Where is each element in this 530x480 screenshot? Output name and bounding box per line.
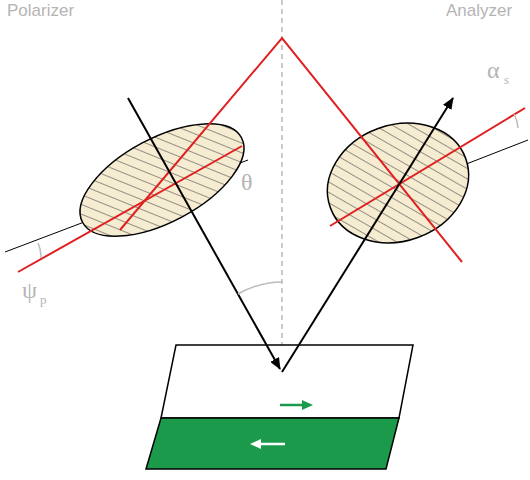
incident-ray: [128, 98, 280, 369]
red-lines: [18, 38, 525, 272]
reflected-ray: [282, 98, 453, 372]
alpha-arc: [514, 114, 518, 128]
angle-subscript: s: [504, 73, 509, 86]
theta-arc: [238, 282, 282, 294]
angle-symbol: ψ: [22, 278, 37, 302]
sample: [146, 345, 413, 469]
surface-normal: [281, 0, 283, 372]
part-name: Analyzer: [446, 2, 512, 19]
part-name: Polarizer: [7, 2, 74, 19]
psi-arc: [38, 243, 41, 258]
angle-symbol: θ: [241, 170, 253, 194]
angle-subscript: p: [40, 293, 47, 306]
angle-symbol: α: [487, 58, 500, 82]
